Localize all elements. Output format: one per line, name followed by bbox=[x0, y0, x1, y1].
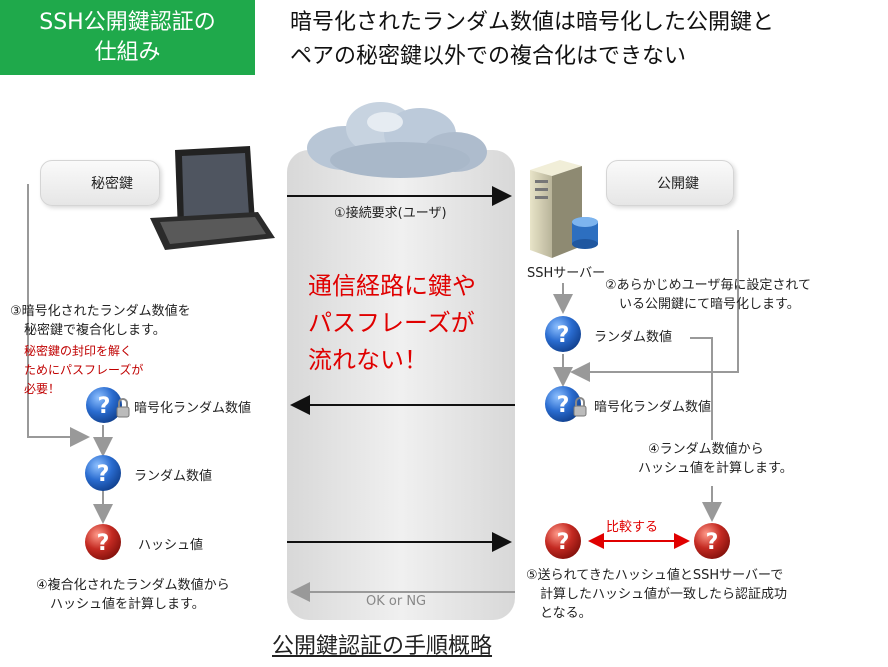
server-icon bbox=[530, 160, 598, 258]
left-random-label: ランダム数値 bbox=[134, 469, 213, 484]
step4-left-line2: ハッシュ値を計算します。 bbox=[50, 597, 205, 612]
svg-text:?: ? bbox=[557, 323, 570, 348]
left-flow-lines bbox=[27, 184, 113, 524]
channel-warning-line2: パスフレーズが bbox=[308, 309, 475, 337]
step2-line2: いる公開鍵にて暗号化します。 bbox=[619, 297, 800, 312]
public-key-label: 公開鍵 bbox=[657, 176, 699, 192]
step3-line1: ③暗号化されたランダム数値を bbox=[10, 304, 191, 319]
svg-text:?: ? bbox=[557, 530, 570, 555]
passphrase-line2: ためにパスフレーズが bbox=[24, 363, 144, 377]
step3-note: ③暗号化されたランダム数値を 秘密鍵で複合化します。 bbox=[10, 302, 191, 340]
step3-line2: 秘密鍵で複合化します。 bbox=[24, 323, 166, 338]
step2-note: ②あらかじめユーザ毎に設定されて いる公開鍵にて暗号化します。 bbox=[605, 276, 811, 314]
private-key-box: 秘密鍵 bbox=[40, 160, 160, 206]
compare-label: 比較する bbox=[606, 520, 659, 535]
channel-warning-line3: 流れない！ bbox=[308, 346, 428, 374]
step2-line1: ②あらかじめユーザ毎に設定されて bbox=[605, 278, 812, 293]
step4-left-line1: ④複合化されたランダム数値から bbox=[36, 578, 230, 593]
channel-band bbox=[287, 150, 515, 620]
step5-line2: 計算したハッシュ値が一致したら認証成功 bbox=[540, 587, 788, 602]
right-encrypted-ball: ? bbox=[545, 386, 587, 422]
connect-label: ①接続要求(ユーザ) bbox=[334, 206, 447, 221]
right-encrypted-label: 暗号化ランダム数値 bbox=[594, 400, 712, 415]
left-random-ball: ? bbox=[85, 455, 121, 491]
result-label: OK or NG bbox=[366, 594, 427, 609]
public-key-box: 公開鍵 bbox=[606, 160, 734, 206]
step5-line1: ⑤送られてきたハッシュ値とSSHサーバーで bbox=[526, 568, 784, 583]
svg-text:?: ? bbox=[557, 393, 570, 418]
svg-text:?: ? bbox=[98, 394, 111, 419]
laptop-icon bbox=[150, 146, 275, 250]
right-flow-lines bbox=[553, 230, 739, 522]
left-encrypted-label: 暗号化ランダム数値 bbox=[134, 401, 252, 416]
step5-note: ⑤送られてきたハッシュ値とSSHサーバーで 計算したハッシュ値が一致したら認証成… bbox=[526, 566, 787, 623]
step4-right-line2: ハッシュ値を計算します。 bbox=[638, 461, 793, 476]
step4-right-note: ④ランダム数値から ハッシュ値を計算します。 bbox=[638, 440, 793, 478]
channel-warning: 通信経路に鍵や パスフレーズが 流れない！ bbox=[308, 268, 476, 379]
svg-text:?: ? bbox=[706, 530, 719, 555]
passphrase-line3: 必要！ bbox=[24, 382, 61, 396]
right-random-label: ランダム数値 bbox=[594, 330, 673, 345]
step4-right-line1: ④ランダム数値から bbox=[648, 442, 764, 457]
title-line1: SSH公開鍵認証の bbox=[39, 9, 216, 35]
cloud-icon bbox=[307, 102, 487, 178]
left-hash-label: ハッシュ値 bbox=[138, 538, 204, 553]
title-badge: SSH公開鍵認証の 仕組み bbox=[0, 0, 255, 75]
server-label: SSHサーバー bbox=[527, 266, 606, 281]
bottom-title: 公開鍵認証の手順概略 bbox=[272, 634, 493, 659]
left-encrypted-ball: ? bbox=[86, 387, 130, 423]
right-hash-ball-right: ? bbox=[694, 523, 730, 559]
left-hash-ball: ? bbox=[85, 524, 121, 560]
svg-text:?: ? bbox=[97, 462, 110, 487]
passphrase-note: 秘密鍵の封印を解く ためにパスフレーズが 必要！ bbox=[24, 342, 143, 399]
passphrase-line1: 秘密鍵の封印を解く bbox=[24, 344, 133, 358]
right-random-ball: ? bbox=[545, 316, 581, 352]
svg-text:?: ? bbox=[97, 531, 110, 556]
title-line2: 仕組み bbox=[94, 39, 161, 65]
step5-line3: となる。 bbox=[540, 606, 592, 621]
subtitle-line2: ペアの秘密鍵以外での複合化はできない bbox=[290, 44, 687, 69]
private-key-label: 秘密鍵 bbox=[91, 176, 133, 192]
subtitle: 暗号化されたランダム数値は暗号化した公開鍵と ペアの秘密鍵以外での複合化はできな… bbox=[290, 6, 880, 74]
subtitle-line1: 暗号化されたランダム数値は暗号化した公開鍵と bbox=[290, 10, 775, 35]
channel-arrows bbox=[287, 186, 515, 602]
channel-warning-line1: 通信経路に鍵や bbox=[308, 272, 476, 300]
right-hash-ball-left: ? bbox=[545, 523, 581, 559]
step4-left-note: ④複合化されたランダム数値から ハッシュ値を計算します。 bbox=[36, 576, 230, 614]
